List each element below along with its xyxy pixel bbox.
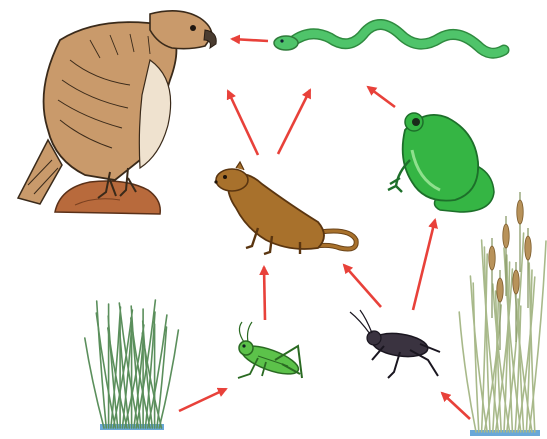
cricket-icon (350, 310, 440, 378)
arrow-weasel-to-hawk (228, 91, 258, 155)
arrow-cricket-to-weasel (344, 265, 381, 307)
arrow-grass-to-grasshopper (179, 389, 226, 411)
frog-icon (388, 113, 494, 212)
arrow-weasel-to-snake (278, 90, 310, 154)
snake-icon (274, 24, 504, 53)
arrow-grasshopper-to-weasel (264, 267, 265, 320)
cattail-icon (459, 192, 546, 436)
weasel-icon (214, 162, 356, 254)
hawk-icon (18, 11, 216, 214)
grasshopper-icon (238, 322, 302, 380)
grass-icon (85, 300, 179, 430)
arrow-cattail-to-cricket (442, 393, 470, 419)
arrow-frog-to-snake (368, 87, 395, 107)
arrow-snake-to-hawk (232, 39, 268, 41)
arrow-cricket-to-frog (413, 220, 435, 310)
